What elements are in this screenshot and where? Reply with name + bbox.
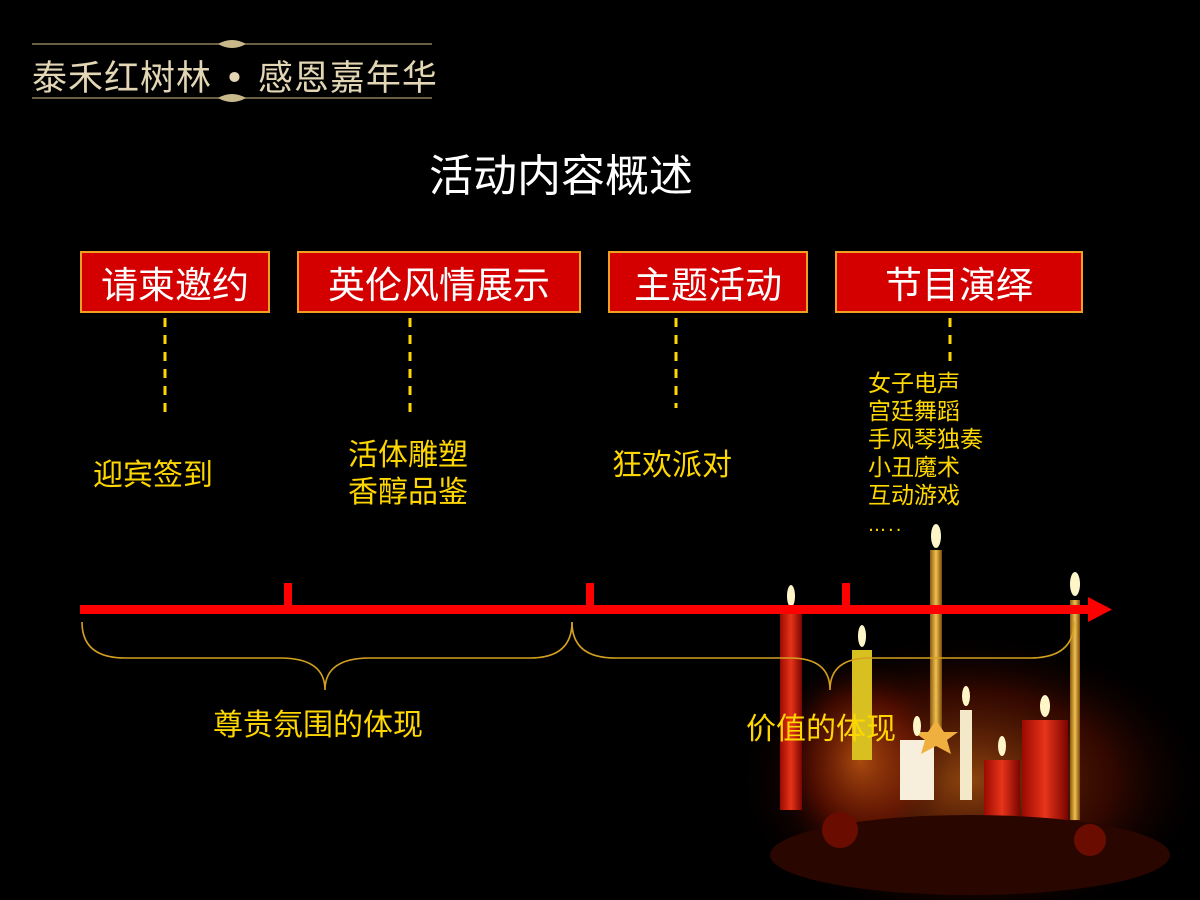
stage-box-performances: 节目演绎 xyxy=(835,251,1083,313)
timeline-tick xyxy=(586,583,594,609)
stage-detail: 活体雕塑 xyxy=(348,438,468,473)
timeline-tick xyxy=(842,583,850,609)
candles-image xyxy=(740,524,1200,900)
timeline-tick xyxy=(284,583,292,609)
brace-left xyxy=(81,621,573,691)
summary-braces xyxy=(81,621,1075,691)
program-item: 女子电声 xyxy=(868,371,960,397)
stage-box-theme-activity: 主题活动 xyxy=(608,251,808,313)
stage-detail: 狂欢派对 xyxy=(612,448,732,483)
brand-ornament xyxy=(32,40,432,102)
program-item: 互动游戏 xyxy=(868,483,960,509)
stage-detail: 香醇品鉴 xyxy=(348,475,468,510)
stage-detail: 迎宾签到 xyxy=(93,458,213,493)
program-item: 宫廷舞蹈 xyxy=(868,399,960,425)
slide-title: 活动内容概述 xyxy=(429,151,693,202)
stage-box-british-style: 英伦风情展示 xyxy=(297,251,581,313)
timeline-arrow xyxy=(80,583,1112,622)
program-item-more: ….. xyxy=(868,515,904,536)
program-item: 小丑魔术 xyxy=(868,455,960,481)
brace-right xyxy=(571,621,1075,691)
stage-box-invitation: 请柬邀约 xyxy=(80,251,270,313)
timeline-arrowhead xyxy=(1088,597,1112,622)
summary-label-value: 价值的体现 xyxy=(746,712,896,747)
program-item: 手风琴独奏 xyxy=(868,427,983,453)
summary-label-prestige: 尊贵氛围的体现 xyxy=(213,708,423,743)
timeline-bar xyxy=(80,605,1090,614)
brand-logo-text: 泰禾红树林 • 感恩嘉年华 xyxy=(32,59,438,99)
dashed-connectors xyxy=(163,318,952,418)
